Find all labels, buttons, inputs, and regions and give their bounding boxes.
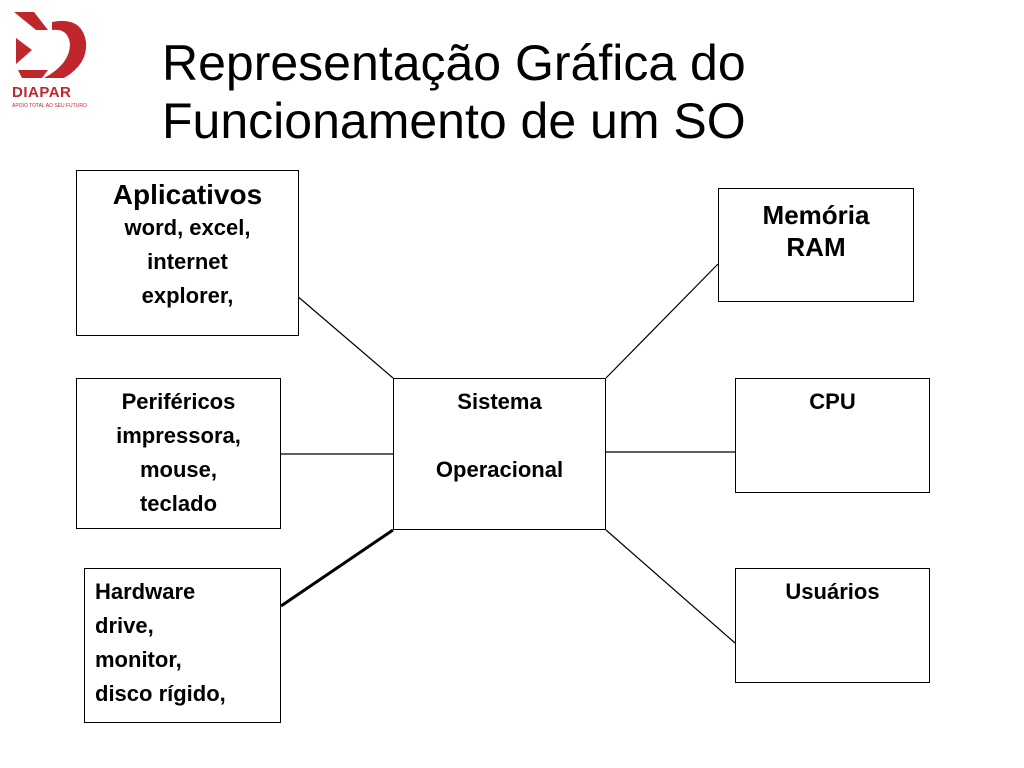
usuarios-label: Usuários: [785, 579, 880, 604]
hardware-line-4: disco rígido,: [95, 681, 226, 706]
connector-usuarios: [605, 529, 736, 644]
aplicativos-box: Aplicativos word, excel, internet explor…: [76, 170, 299, 336]
aplicativos-line-3: explorer,: [141, 283, 234, 308]
title-line-1: Representação Gráfica do: [162, 35, 746, 91]
perifericos-line-4: teclado: [139, 491, 218, 516]
memoria-line-1: Memória: [762, 200, 870, 230]
logo-name: DIAPAR: [12, 84, 72, 101]
hardware-line-1: Hardware: [95, 579, 196, 604]
logo-tagline: APOIO TOTAL AO SEU FUTURO: [12, 103, 87, 109]
sistema-operacional-line-1: Sistema: [457, 389, 542, 414]
sistema-operacional-box: Sistema Operacional: [393, 378, 606, 530]
connector-aplicativos: [281, 282, 394, 379]
diapar-logo: DIAPAR APOIO TOTAL AO SEU FUTURO: [8, 8, 90, 116]
perifericos-box: Periféricos impressora, mouse, teclado: [76, 378, 281, 529]
cpu-box: CPU: [735, 378, 930, 493]
title-line-2: Funcionamento de um SO: [162, 93, 746, 149]
hardware-line-2: drive,: [95, 613, 154, 638]
sistema-operacional-line-2: Operacional: [435, 457, 564, 482]
connector-hardware: [280, 528, 394, 608]
hardware-box: Hardware drive, monitor, disco rígido,: [84, 568, 281, 723]
memoria-ram-box: Memória RAM: [718, 188, 914, 302]
usuarios-box: Usuários: [735, 568, 930, 683]
slide-title: Representação Gráfica do Funcionamento d…: [162, 34, 962, 150]
aplicativos-line-1: word, excel,: [124, 215, 251, 240]
perifericos-line-3: mouse,: [139, 457, 218, 482]
connector-memoria: [605, 263, 719, 379]
perifericos-line-2: impressora,: [116, 423, 241, 448]
sistema-operacional-spacer: [394, 419, 605, 453]
hardware-line-3: monitor,: [95, 647, 182, 672]
cpu-label: CPU: [809, 389, 856, 414]
aplicativos-line-2: internet: [147, 249, 228, 274]
aplicativos-heading: Aplicativos: [112, 179, 263, 210]
memoria-line-2: RAM: [786, 232, 846, 262]
perifericos-line-1: Periféricos: [121, 389, 236, 414]
diapar-logo-mark: [14, 12, 87, 78]
